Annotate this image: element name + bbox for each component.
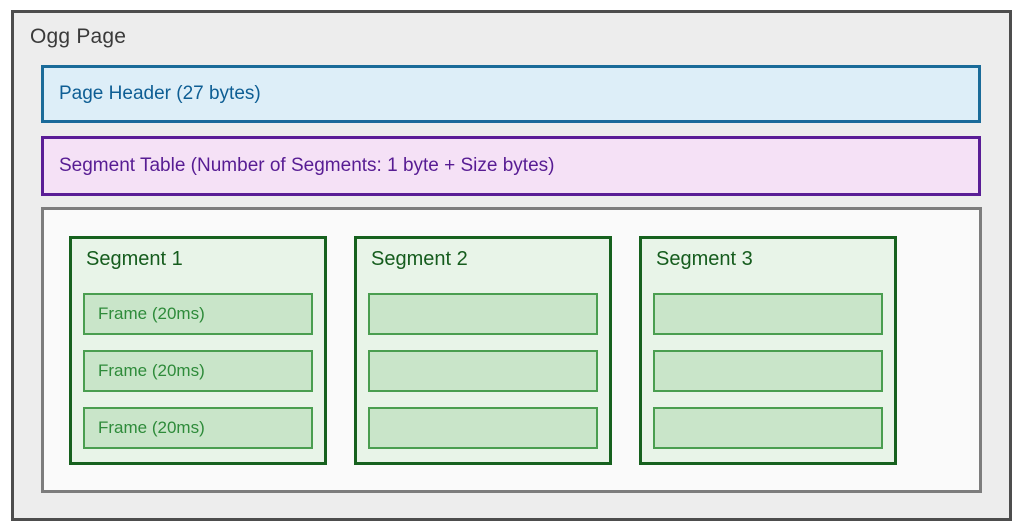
- page-header-box: Page Header (27 bytes): [41, 65, 981, 123]
- segment-2-frame-3: [368, 407, 598, 449]
- segment-3-frame-3: [653, 407, 883, 449]
- page-header-label: Page Header (27 bytes): [59, 83, 261, 104]
- segment-table-box: Segment Table (Number of Segments: 1 byt…: [41, 136, 981, 196]
- segment-3-box: Segment 3: [639, 236, 897, 465]
- segment-3-frame-2: [653, 350, 883, 392]
- ogg-page-box: Ogg Page Page Header (27 bytes) Segment …: [11, 10, 1012, 521]
- segments-container: Segment 1 Frame (20ms) Frame (20ms) Fram…: [41, 207, 982, 493]
- segment-2-frame-1: [368, 293, 598, 335]
- segment-3-title: Segment 3: [656, 248, 753, 270]
- segment-2-frame-2: [368, 350, 598, 392]
- segment-2-box: Segment 2: [354, 236, 612, 465]
- segment-1-title: Segment 1: [86, 248, 183, 270]
- segment-1-box: Segment 1 Frame (20ms) Frame (20ms) Fram…: [69, 236, 327, 465]
- frame-label: Frame (20ms): [98, 304, 205, 323]
- segment-3-frame-1: [653, 293, 883, 335]
- ogg-page-title: Ogg Page: [30, 25, 127, 48]
- segment-table-label: Segment Table (Number of Segments: 1 byt…: [59, 155, 555, 176]
- segment-1-frame-3: Frame (20ms): [83, 407, 313, 449]
- frame-label: Frame (20ms): [98, 361, 205, 380]
- segment-1-frame-2: Frame (20ms): [83, 350, 313, 392]
- segment-1-frame-1: Frame (20ms): [83, 293, 313, 335]
- segment-2-title: Segment 2: [371, 248, 468, 270]
- frame-label: Frame (20ms): [98, 418, 205, 437]
